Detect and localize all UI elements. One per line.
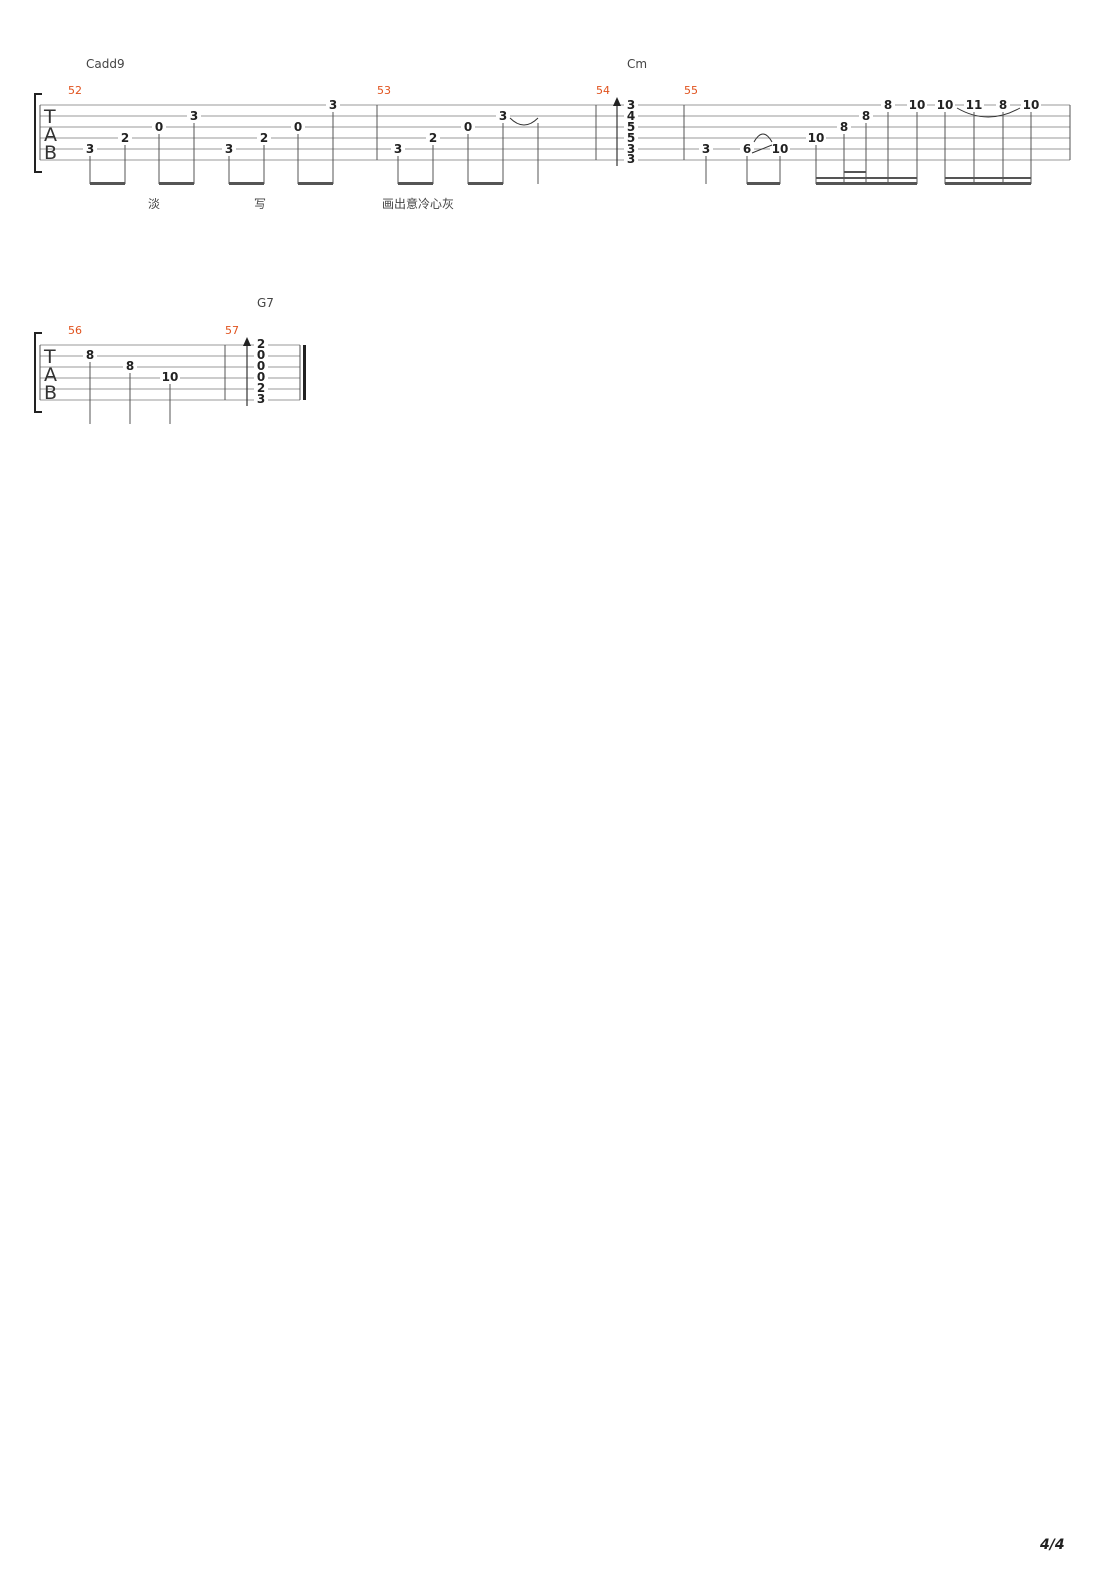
fret-number: 3: [627, 152, 635, 166]
barlines: [39, 345, 301, 400]
fret-number: 0: [257, 370, 265, 384]
fret-number: 3: [499, 109, 507, 123]
fret-number: 2: [121, 131, 129, 145]
fret-number: 5: [627, 131, 635, 145]
fret-number: 2: [429, 131, 437, 145]
fret-number: 10: [808, 131, 825, 145]
system-2: G7 56 57 T A B 8 8 10: [34, 296, 306, 424]
measure-number: 52: [68, 84, 82, 97]
fret-number: 3: [257, 392, 265, 406]
up-arrow-icon: [613, 97, 621, 106]
fret-number: 4: [627, 109, 635, 123]
measure-55: 3 6 10 10 8 8 8 10 10 11 8 10: [699, 98, 1041, 185]
fret-number: 6: [743, 142, 751, 156]
measure-56: 8 8 10: [83, 348, 180, 424]
measure-number: 56: [68, 324, 82, 337]
fret-number: 0: [257, 359, 265, 373]
chord-label: Cm: [627, 57, 647, 71]
fret-number: 8: [999, 98, 1007, 112]
fret-number: 3: [702, 142, 710, 156]
fret-number: 3: [329, 98, 337, 112]
fret-number: 10: [909, 98, 926, 112]
barlines: [39, 105, 1071, 160]
fret-number: 10: [772, 142, 789, 156]
fret-number: 3: [627, 98, 635, 112]
fret-number: 5: [627, 120, 635, 134]
fret-number: 3: [190, 109, 198, 123]
slur-arc: [956, 107, 1021, 118]
measure-number: 54: [596, 84, 610, 97]
measure-number: 55: [684, 84, 698, 97]
staff-lines: [40, 104, 1070, 161]
fret-number: 8: [884, 98, 892, 112]
fret-number: 0: [257, 348, 265, 362]
measure-57: 2 0 0 0 2 3: [243, 337, 268, 406]
fret-number: 11: [966, 98, 983, 112]
tab-clef-letter: A: [44, 364, 57, 386]
fret-number: 8: [86, 348, 94, 362]
hammer-arc: [753, 133, 773, 143]
lyric-text: 画出意冷心灰: [382, 196, 454, 211]
fret-number: 8: [126, 359, 134, 373]
tab-clef-letter: B: [44, 142, 57, 164]
lyric-text: 淡: [148, 197, 160, 211]
measure-52: 3 2 0 3 3 2 0 3: [83, 98, 340, 185]
system-bracket: [34, 93, 42, 173]
lyric-text: 写: [254, 197, 266, 211]
fret-number: 3: [627, 142, 635, 156]
fret-number: 10: [937, 98, 954, 112]
fret-number: 3: [225, 142, 233, 156]
tab-clef-letter: T: [43, 106, 56, 128]
fret-number: 2: [257, 337, 265, 351]
fret-number: 3: [394, 142, 402, 156]
tab-clef-letter: T: [43, 346, 56, 368]
tie-arc: [509, 117, 539, 126]
fret-number: 8: [862, 109, 870, 123]
measure-number: 57: [225, 324, 239, 337]
up-arrow-icon: [243, 337, 251, 346]
tab-clef-letter: A: [44, 124, 57, 146]
system-bracket: [34, 332, 42, 413]
measure-number: 53: [377, 84, 391, 97]
fret-number: 0: [464, 120, 472, 134]
measure-54: 3 4 5 5 3 3: [613, 97, 638, 166]
measure-53: 3 2 0 3: [391, 109, 539, 185]
fret-number: 8: [840, 120, 848, 134]
fret-number: 3: [86, 142, 94, 156]
system-1: Cadd9 Cm 52 53 54 55 T A B: [34, 57, 1071, 211]
fret-number: 2: [257, 381, 265, 395]
fret-number: 2: [260, 131, 268, 145]
page-number: 4/4: [1040, 1537, 1065, 1553]
fret-number: 10: [162, 370, 179, 384]
final-barline: [303, 345, 306, 400]
fret-number: 0: [155, 120, 163, 134]
slide-line: [751, 144, 773, 154]
fret-number: 10: [1023, 98, 1040, 112]
fret-number: 0: [294, 120, 302, 134]
tab-clef-letter: B: [44, 382, 57, 404]
chord-label: Cadd9: [86, 57, 125, 71]
chord-label: G7: [257, 296, 274, 310]
